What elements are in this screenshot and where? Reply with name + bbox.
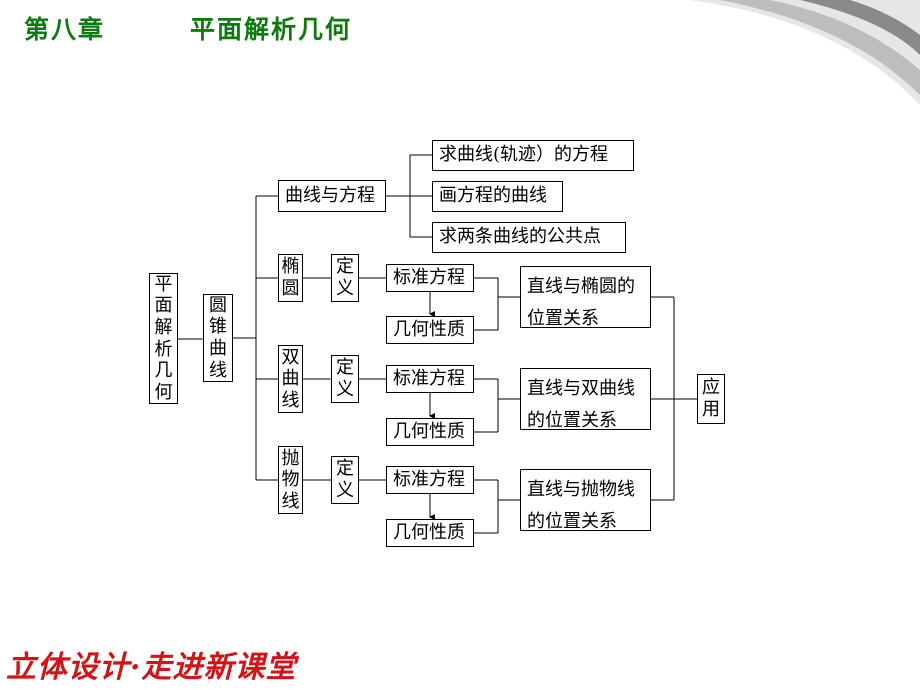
hyperbola-definition-label: 定义: [336, 357, 354, 400]
conic-node: 圆锥曲线: [203, 294, 233, 382]
hyperbola-node: 双曲线: [278, 345, 303, 413]
ellipse-properties: 几何性质: [386, 316, 474, 344]
root-node-label: 平面解析几何: [154, 273, 173, 403]
conic-node-label: 圆锥曲线: [209, 294, 227, 381]
chapter-title: 平面解析几何: [190, 15, 353, 44]
hyperbola-node-label: 双曲线: [281, 346, 300, 411]
parabola-properties: 几何性质: [386, 519, 474, 547]
parabola-standard-equation: 标准方程: [386, 466, 474, 494]
hyperbola-properties: 几何性质: [386, 418, 474, 446]
ellipse-node-label: 椭圆: [281, 256, 300, 299]
application-node: 应用: [697, 374, 725, 424]
parabola-line-relation: 直线与抛物线 的位置关系: [520, 469, 651, 532]
curve-item-intersection: 求两条曲线的公共点: [432, 222, 626, 253]
application-node-label: 应用: [702, 377, 720, 420]
curve-item-draw: 画方程的曲线: [432, 181, 563, 212]
hyperbola-definition-node: 定义: [331, 355, 359, 403]
chapter-label: 第八章: [24, 15, 106, 44]
parabola-definition-label: 定义: [336, 458, 354, 501]
footer-slogan: 立体设计·走进新课堂: [6, 650, 297, 685]
curve-item-trajectory: 求曲线(轨迹）的方程: [432, 140, 634, 171]
hyperbola-standard-equation: 标准方程: [386, 365, 474, 393]
parabola-node: 抛物线: [278, 446, 303, 514]
corner-swoosh-decoration: [690, 0, 920, 105]
hyperbola-line-relation: 直线与双曲线 的位置关系: [520, 368, 651, 431]
ellipse-definition-label: 定义: [336, 256, 354, 299]
ellipse-node: 椭圆: [278, 254, 303, 302]
parabola-node-label: 抛物线: [281, 447, 300, 512]
parabola-definition-node: 定义: [331, 456, 359, 504]
curve-equation-node: 曲线与方程: [278, 180, 386, 212]
ellipse-definition-node: 定义: [331, 254, 359, 302]
ellipse-line-relation: 直线与椭圆的 位置关系: [520, 266, 651, 329]
ellipse-standard-equation: 标准方程: [386, 264, 474, 292]
root-node: 平面解析几何: [149, 273, 178, 404]
